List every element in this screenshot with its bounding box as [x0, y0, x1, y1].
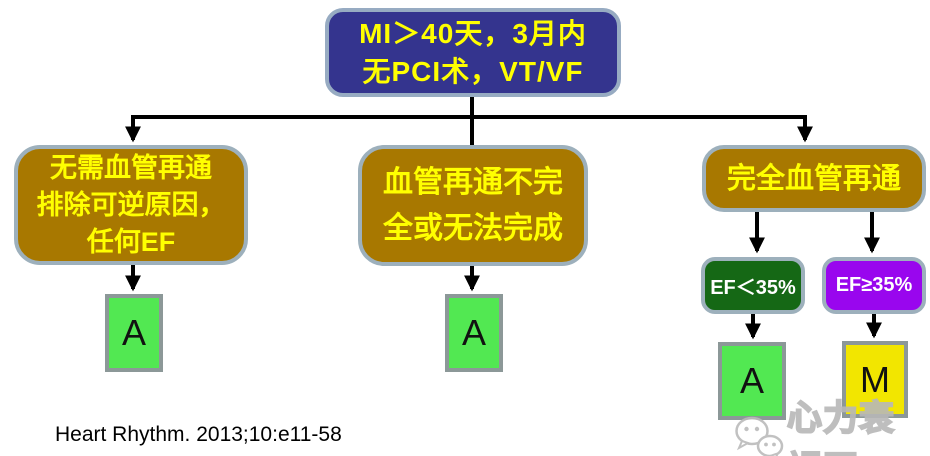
node-ef-at-least-35-label: EF≥35% — [835, 274, 913, 296]
outcome-ef-high-m: M — [842, 341, 908, 418]
wechat-icon — [733, 416, 785, 456]
citation-text: Heart Rhythm. 2013;10:e11-58 — [55, 423, 342, 446]
outcome-left-a: A — [105, 294, 163, 372]
branch-left-line3: 任何EF — [86, 226, 176, 257]
root-node-line1: MI＞40天，3月内 — [359, 17, 587, 49]
branch-complete-revascularization: 完全血管再通 — [702, 145, 926, 212]
watermark-text: 心力衰竭网 — [786, 398, 896, 456]
branch-left-line2: 排除可逆原因， — [36, 189, 226, 220]
outcome-ef-low-a-label: A — [739, 360, 764, 401]
node-ef-below-35-label: EF＜35% — [710, 277, 796, 299]
outcome-left-a-label: A — [121, 312, 146, 353]
branch-middle-line2: 全或无法完成 — [383, 211, 563, 245]
branch-incomplete-revascularization: 血管再通不完 全或无法完成 — [358, 145, 588, 266]
outcome-middle-a-label: A — [461, 312, 486, 353]
watermark: 心力衰竭网 — [733, 390, 930, 456]
branch-no-revascularization: 无需血管再通 排除可逆原因， 任何EF — [14, 145, 248, 265]
branch-right-label: 完全血管再通 — [726, 162, 901, 195]
branch-middle-line1: 血管再通不完 — [383, 165, 563, 199]
outcome-ef-low-a: A — [718, 342, 786, 420]
root-node-mi-criteria: MI＞40天，3月内 无PCI术，VT/VF — [325, 8, 621, 97]
branch-left-line1: 无需血管再通 — [50, 152, 212, 183]
node-ef-below-35: EF＜35% — [701, 257, 805, 314]
node-ef-at-least-35: EF≥35% — [822, 257, 926, 314]
root-node-line2: 无PCI术，VT/VF — [362, 55, 584, 87]
outcome-middle-a: A — [445, 294, 503, 372]
outcome-ef-high-m-label: M — [860, 358, 890, 400]
